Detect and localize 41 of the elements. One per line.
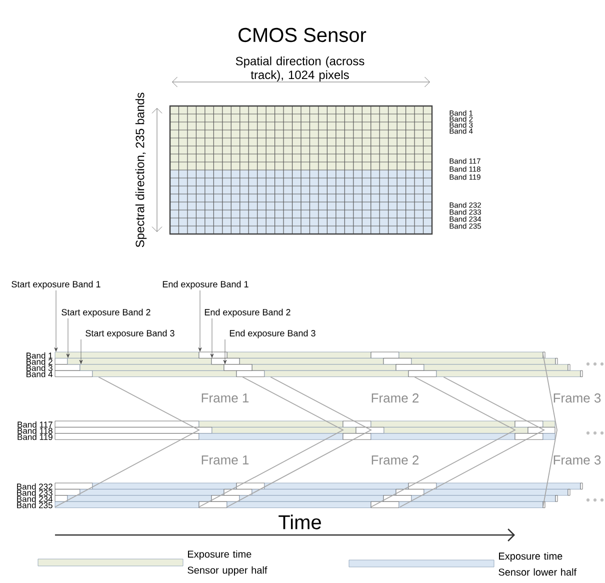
leader-arrow: [79, 339, 83, 364]
dimension-label: Spatial direction (across track), 1024 pixels: [236, 56, 364, 82]
frame-label: Frame 2: [372, 393, 419, 403]
leader-arrow: [66, 318, 70, 358]
leader-arrow: [54, 290, 58, 352]
exposure-bar: [67, 358, 212, 365]
frame-label: Frame 3: [554, 393, 601, 403]
annotation-label: Start exposure Band 2: [62, 308, 150, 318]
readout-gap-box: [198, 352, 228, 358]
band-label: Band 1: [26, 352, 52, 359]
band-label: Band 232: [17, 483, 52, 490]
time-label: Time: [278, 514, 321, 530]
band-label: Band 119: [18, 434, 52, 440]
annotation-label: Start exposure Band 1: [12, 280, 100, 290]
annotation-label: Start exposure Band 3: [86, 330, 174, 338]
band-label: Band 235: [17, 502, 52, 508]
band-label: Band 234: [17, 496, 53, 502]
legend-label: Exposure time Sensor upper half: [188, 550, 268, 576]
annotation-label: End exposure Band 2: [204, 308, 290, 318]
exposure-bar: [80, 364, 224, 371]
frame-label: Frame 2: [372, 455, 419, 465]
frame-label: Frame 1: [202, 393, 249, 403]
frame-label: Frame 1: [202, 455, 249, 465]
band-label: Band 233: [17, 490, 52, 496]
band-label: Band 118: [18, 428, 52, 434]
leader-arrow: [198, 290, 202, 352]
title: CMOS Sensor: [238, 28, 366, 42]
annotation-label: End exposure Band 3: [230, 330, 316, 338]
annotation-label: End exposure Band 1: [162, 280, 248, 290]
readout-gap-box: [211, 358, 240, 365]
dimension-label: Spectral direction, 235 bands: [135, 92, 147, 248]
exposure-bar: [54, 352, 200, 358]
legend-label: Exposure time Sensor lower half: [498, 552, 577, 576]
leader-arrow: [210, 318, 214, 358]
band-label: Band 4: [26, 370, 53, 378]
readout-gap-box: [224, 364, 252, 371]
band-label: Band 117: [18, 421, 52, 428]
band-label: Band 3: [26, 364, 52, 371]
band-label: Band 2: [26, 358, 52, 365]
leader-arrow: [223, 339, 227, 364]
frame-label: Frame 3: [554, 455, 601, 465]
